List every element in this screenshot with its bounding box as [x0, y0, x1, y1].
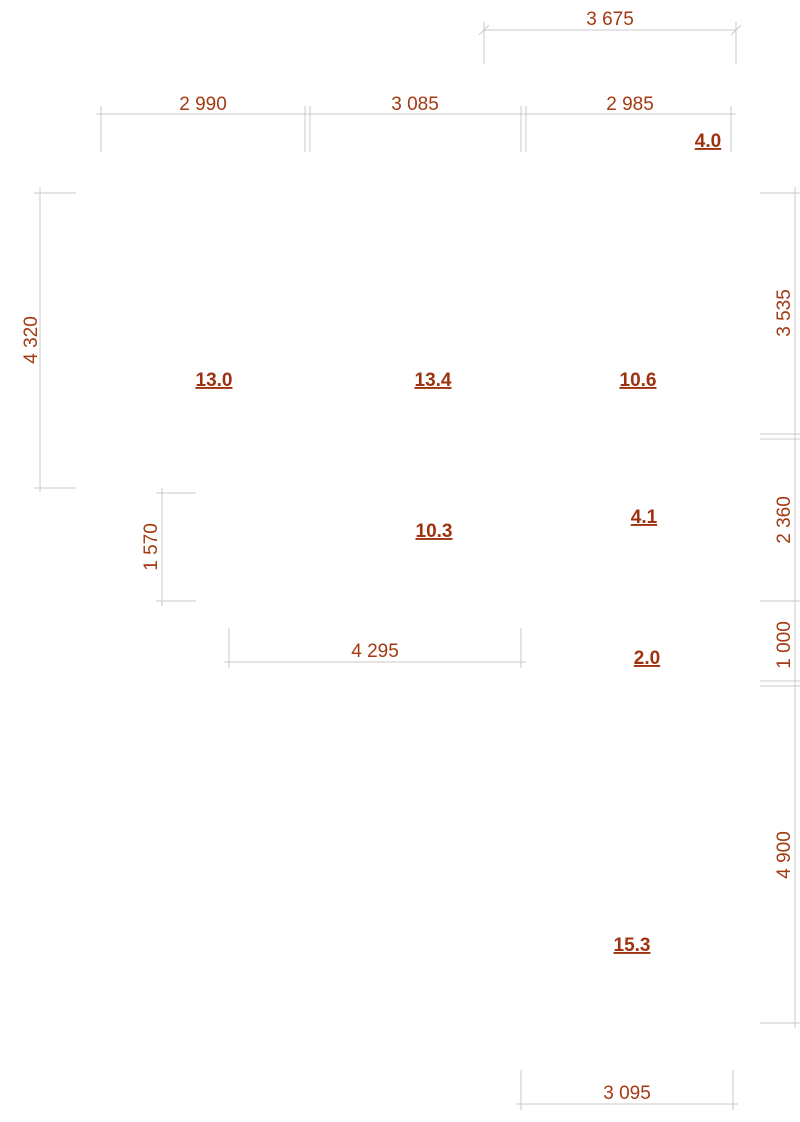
dimension-top-row: 2 990 3 085 2 985 [96, 94, 736, 152]
dimension-top-right-label: 2 985 [606, 94, 654, 115]
room-areas: 4.0 13.0 13.4 10.6 10.3 4.1 2.0 15.3 [196, 131, 722, 956]
dimension-left-upper: 4 320 [21, 187, 76, 492]
dimension-right-middle-label: 2 360 [774, 496, 795, 544]
dimension-right-chain: 3 535 2 360 1 000 4 900 [760, 187, 800, 1028]
dimension-top-overall-label: 3 675 [586, 9, 634, 30]
dimension-left-inner: 1 570 [141, 488, 196, 606]
area-balcony: 4.0 [695, 131, 721, 152]
dimension-right-small-label: 1 000 [774, 621, 795, 669]
dimension-left-upper-label: 4 320 [21, 316, 42, 364]
dimension-bottom: 3 095 [516, 1070, 738, 1110]
dimension-top-middle-label: 3 085 [391, 94, 439, 115]
dimension-top-overall: 3 675 [478, 9, 742, 64]
dimension-right-upper-label: 3 535 [774, 289, 795, 337]
dimension-bottom-label: 3 095 [603, 1083, 651, 1104]
area-room-right: 10.6 [620, 370, 657, 391]
area-hall: 10.3 [416, 521, 453, 542]
area-bath: 4.1 [631, 507, 658, 528]
area-wc: 2.0 [634, 648, 660, 669]
dimension-inner-horizontal-label: 4 295 [351, 641, 399, 662]
dimension-inner-horizontal: 4 295 [224, 628, 526, 668]
dimension-top-left-label: 2 990 [179, 94, 227, 115]
dimension-left-inner-label: 1 570 [141, 523, 162, 571]
area-room-middle: 13.4 [415, 370, 452, 391]
dimension-right-lower-label: 4 900 [774, 831, 795, 879]
area-room-left: 13.0 [196, 370, 233, 391]
area-kitchen: 15.3 [614, 935, 651, 956]
